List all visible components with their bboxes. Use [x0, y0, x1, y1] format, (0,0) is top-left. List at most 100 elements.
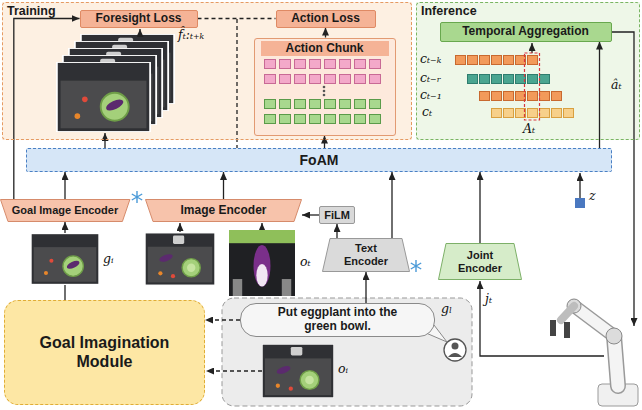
flow-arrow	[531, 43, 532, 53]
connector-arrow	[599, 42, 600, 149]
action-chunk-squares	[264, 60, 384, 68]
module-box: Goal Imagination Module	[4, 300, 205, 405]
encoder-block: Goal Image Encoder	[0, 199, 130, 222]
robot-arm	[606, 328, 622, 344]
box-label: Action Loss	[291, 12, 360, 26]
joint-symbol: jₜ	[485, 292, 492, 306]
input-region	[222, 298, 472, 406]
wrist-image	[229, 230, 295, 296]
trapezoid-outline	[323, 239, 410, 272]
chunk-ground	[254, 38, 396, 136]
flow-arrow	[139, 29, 140, 34]
action-chunk-squares	[264, 114, 384, 124]
robot-arm	[564, 322, 570, 338]
instruction-symbol: gₗ	[441, 302, 452, 316]
chunk-rows	[467, 75, 551, 83]
aggregation-box: Temporal Aggregation	[440, 22, 612, 42]
chunk-rows	[491, 108, 575, 118]
box-label: Text Encoder	[336, 242, 396, 267]
training-ground	[2, 2, 412, 140]
loss-box: Foresight Loss	[80, 10, 198, 28]
flow-arrow	[261, 223, 262, 230]
observation-symbol: oᵢ	[338, 362, 348, 376]
chunk-rows	[525, 53, 540, 120]
connector-arrow	[223, 172, 224, 199]
goal-image	[31, 234, 99, 285]
action-chunk-squares	[264, 115, 384, 123]
action-chunk-squares	[323, 94, 326, 97]
connector-arrow	[302, 214, 319, 215]
frozen-icon	[132, 191, 142, 203]
connector-arrow	[64, 172, 65, 199]
connector-arrow	[336, 224, 337, 238]
chunk-symbol: cₜ₋ₖ	[420, 52, 441, 66]
action-chunk-squares	[264, 59, 384, 69]
robot-arm	[561, 306, 574, 320]
latent-symbol: z	[589, 189, 596, 203]
flow-arrow	[612, 32, 634, 326]
scene-image	[145, 233, 215, 286]
frozen-icon	[411, 260, 421, 272]
chunk-rows	[479, 92, 563, 100]
encoder-block: Image Encoder	[145, 199, 302, 222]
chunk-symbol: cₜ	[422, 105, 432, 119]
action-chunk-squares	[323, 86, 326, 89]
connector-arrow	[391, 172, 392, 238]
connector-arrow	[365, 272, 366, 303]
training-region: Foresight LossAction LossAction ChunkTra…	[2, 2, 412, 140]
user-icon	[452, 343, 459, 350]
latent-square	[575, 198, 585, 208]
user-icon	[444, 339, 466, 361]
flow-arrow	[236, 19, 237, 148]
chunk-rows	[455, 55, 539, 65]
robot-arm	[550, 320, 556, 336]
box-label: Image Encoder	[180, 204, 266, 218]
encoder-block: Joint Encoder	[438, 243, 522, 280]
box-label: Put eggplant into the green bowl.	[273, 306, 403, 334]
chunk-symbol: Aₜ	[523, 122, 535, 136]
box-label: Joint Encoder	[450, 249, 510, 274]
action-chunk-squares	[264, 100, 384, 108]
inference-region: Temporal Aggregation Inference	[416, 2, 640, 140]
wrist-image	[229, 230, 295, 296]
connector-arrow	[325, 28, 326, 38]
user-icon	[448, 353, 462, 357]
action-chunk-squares	[264, 99, 384, 109]
flow-arrow	[206, 370, 262, 371]
chunk-rows	[455, 56, 539, 64]
flow-arrow	[179, 223, 180, 232]
chunk-rows	[455, 53, 575, 120]
action-symbol: âₜ	[611, 78, 622, 92]
inference-ground	[416, 2, 640, 140]
scene-image	[262, 344, 334, 398]
trapezoid-outline	[0, 200, 129, 222]
prediction-symbol: f̂ₜ:ₜ₊ₖ	[178, 28, 204, 42]
action-chunk-squares	[264, 75, 384, 83]
user-icon	[444, 339, 466, 361]
box-label: FoAM	[300, 152, 339, 168]
trapezoid-outline	[146, 200, 302, 222]
region-title: Inference	[421, 4, 477, 18]
frozen-icon	[132, 191, 421, 272]
box-label: FiLM	[324, 209, 350, 222]
chunk-symbol: cₜ₋₁	[420, 88, 442, 102]
flow-arrow	[104, 133, 105, 148]
chunk-rows	[479, 91, 563, 101]
connector-arrow	[324, 136, 325, 149]
chunk-symbol: cₜ₋ᵣ	[420, 71, 441, 85]
box-label: Temporal Aggregation	[462, 25, 589, 39]
goal-image	[31, 234, 99, 285]
flow-arrow	[579, 173, 580, 198]
action-chunk-box: Action Chunk	[254, 38, 396, 136]
policy-model-bar: FoAM	[26, 148, 612, 172]
chunk-rows	[467, 74, 551, 84]
encoder-block: Text Encoder	[322, 238, 410, 272]
box-label: Goal Imagination Module	[25, 334, 185, 371]
trapezoid-outline	[439, 244, 522, 280]
speech-bubble: Put eggplant into the green bowl.	[240, 303, 435, 337]
foresight-image-stack	[57, 34, 174, 132]
robot-arm	[550, 299, 638, 406]
scene-image	[145, 233, 215, 286]
observation-symbol: oₜ	[300, 255, 311, 269]
foresight-image-stack	[57, 62, 150, 132]
